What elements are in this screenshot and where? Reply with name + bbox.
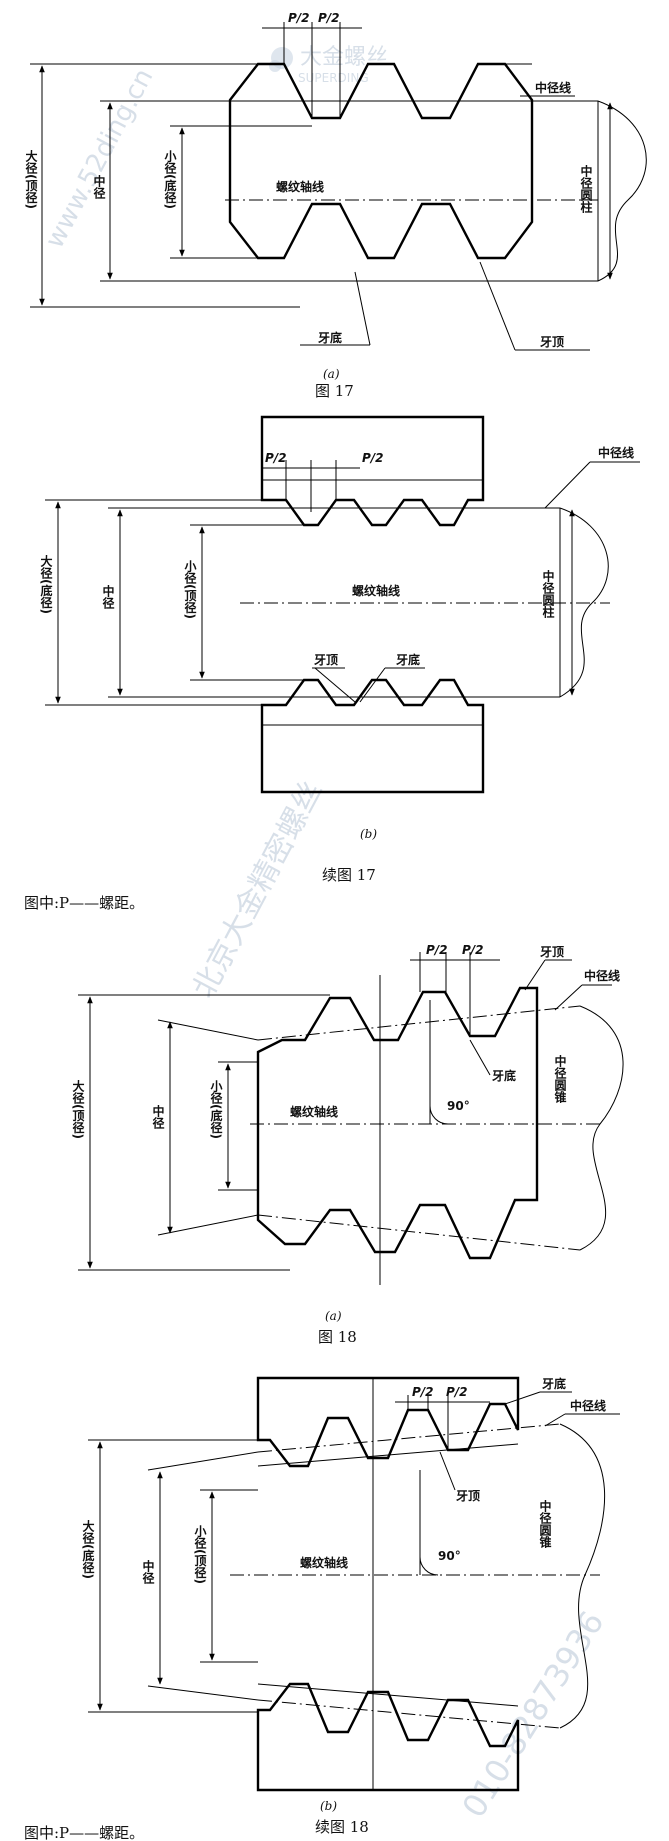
fig17b-pitchline-leader xyxy=(544,461,591,509)
fig18a-body xyxy=(256,986,539,1260)
fig18b-upper-taper xyxy=(257,1443,519,1467)
watermark-logo-en: SUPERDING xyxy=(298,71,369,85)
fig17a-cylinder-label: 中径圆柱 xyxy=(579,164,593,214)
fig18b-pitchcone-bottom xyxy=(257,1699,561,1729)
fig18a-axis-label: 螺纹轴线 xyxy=(290,1104,338,1119)
fig17b-pitchline-label: 中径线 xyxy=(598,445,634,460)
fig17b-note: 图中:P——螺距。 xyxy=(24,894,144,912)
watermark-diag: 北京大金精密螺丝 xyxy=(186,775,330,1003)
fig17b-major-label: 大径(底径) xyxy=(39,554,53,614)
fig18a-pitchcone-bottom xyxy=(257,1214,581,1251)
fig18b-crest-label: 牙顶 xyxy=(456,1489,480,1503)
fig17a-cyl-break xyxy=(597,100,647,282)
fig18b-p-half-left: P/2 xyxy=(412,1385,434,1399)
fig18b-root-label: 牙底 xyxy=(542,1376,566,1391)
watermark-logo-icon xyxy=(269,47,293,72)
fig18b-pitch-ext-bottom xyxy=(147,1685,259,1701)
fig17b-upper-body xyxy=(260,415,485,527)
fig18a-sub: (a) xyxy=(325,1309,342,1323)
fig17b-minor-label: 小径(顶径) xyxy=(183,559,197,619)
fig18b-lower-taper xyxy=(257,1683,519,1707)
fig18a-p-half-left: P/2 xyxy=(426,943,448,957)
fig17b-cylinder-label: 中径圆柱 xyxy=(541,569,555,619)
fig18a-p-half-right: P/2 xyxy=(462,943,484,957)
fig17b-crest-leader xyxy=(314,667,356,703)
fig17b-crest-label: 牙顶 xyxy=(314,653,338,667)
fig18a-pitchcone-top xyxy=(257,1005,581,1041)
fig17a-body xyxy=(228,62,534,260)
fig18a-major-label: 大径(顶径) xyxy=(71,1079,85,1139)
figure-18b: P/2 P/2 牙底 中径线 牙顶 90° 中径圆锥 大径(底径) 中径 小径(… xyxy=(24,1376,620,1841)
fig17b-root-label: 牙底 xyxy=(396,652,420,667)
fig17b-caption: 续图 17 xyxy=(322,866,376,884)
fig18b-minor-label: 小径(顶径) xyxy=(193,1524,207,1584)
fig17b-root-leader xyxy=(359,667,386,703)
watermark-site: www.52ding.cn xyxy=(40,64,160,253)
fig18b-pitchline-label: 中径线 xyxy=(570,1398,606,1413)
fig17a-sub: (a) xyxy=(323,367,340,381)
fig18a-caption: 图 18 xyxy=(318,1328,357,1346)
fig18b-lower-body xyxy=(256,1682,520,1792)
fig18a-cone-break xyxy=(579,1005,624,1251)
figure-17b: P/2 P/2 大径(底径) 中径 小径(顶径) 螺纹轴线 中径线 中径圆柱 牙… xyxy=(24,415,640,912)
fig18a-crest-label: 牙顶 xyxy=(540,945,564,959)
fig17a-pitch-label: 中径 xyxy=(92,174,106,200)
fig18b-root-leader xyxy=(504,1391,541,1405)
fig18b-upper-body xyxy=(256,1376,520,1468)
fig17b-lower-body xyxy=(260,678,485,794)
fig18b-pitch-ext-top xyxy=(147,1451,259,1471)
fig17b-axis-label: 螺纹轴线 xyxy=(352,583,400,598)
fig18a-angle-arc xyxy=(429,1105,449,1125)
fig17a-root-leader xyxy=(354,271,371,346)
fig17b-pitch-label: 中径 xyxy=(101,584,115,610)
fig18b-cone-break xyxy=(559,1423,606,1729)
fig17b-sub: (b) xyxy=(360,827,377,841)
fig18b-sub: (b) xyxy=(320,1799,337,1813)
fig18b-major-label: 大径(底径) xyxy=(81,1519,95,1579)
fig18b-crest-leader xyxy=(439,1451,456,1491)
fig18a-crest-leader xyxy=(524,959,546,991)
fig18a-pitch-label: 中径 xyxy=(151,1104,165,1130)
fig17b-p-half-left: P/2 xyxy=(265,451,287,465)
fig17a-p-half-left: P/2 xyxy=(288,11,310,25)
fig17a-crest-leader xyxy=(479,261,516,351)
fig17a-pitchline-label: 中径线 xyxy=(535,80,571,95)
fig17a-crest-label: 牙顶 xyxy=(540,335,564,349)
fig18a-pitch-ext-top xyxy=(157,1019,259,1041)
watermark-logo: 大金螺丝 xyxy=(300,45,388,70)
fig17a-minor-label: 小径(底径) xyxy=(163,149,177,209)
fig18b-caption: 续图 18 xyxy=(315,1818,369,1836)
fig18a-minor-label: 小径(底径) xyxy=(209,1079,223,1139)
fig18a-pitchline-leader xyxy=(554,984,583,1011)
fig18a-pitchline-label: 中径线 xyxy=(584,968,620,983)
fig18b-pitchcone-top xyxy=(257,1423,561,1453)
fig18a-cone-label: 中径圆锥 xyxy=(553,1054,567,1104)
figure-18a: P/2 P/2 牙顶 中径线 牙底 90° 中径圆锥 大径(顶径) 中径 小径(… xyxy=(71,943,624,1346)
fig17a-caption: 图 17 xyxy=(315,382,354,400)
fig18b-angle-label: 90° xyxy=(438,1549,461,1563)
watermark-phone: 010-82873936 xyxy=(455,1604,612,1824)
fig17a-major-label: 大径(顶径) xyxy=(24,149,38,209)
fig18b-angle-arc xyxy=(419,1556,439,1576)
fig18b-axis-label: 螺纹轴线 xyxy=(300,1555,348,1570)
fig18b-p-half-right: P/2 xyxy=(446,1385,468,1399)
fig17a-p-half-right: P/2 xyxy=(318,11,340,25)
fig18a-angle-label: 90° xyxy=(447,1099,470,1113)
figure-17a: P/2 P/2 大径(顶径) 中径 小径(底径) 螺纹轴线 中径线 中径圆柱 牙… xyxy=(24,11,647,400)
fig18a-root-leader xyxy=(469,1039,491,1076)
fig17b-cyl-break xyxy=(559,507,609,698)
fig18b-cone-label: 中径圆锥 xyxy=(538,1499,552,1549)
fig18b-pitch-label: 中径 xyxy=(141,1559,155,1585)
fig18b-pitchline-leader xyxy=(544,1413,566,1427)
fig18a-pitch-ext-bottom xyxy=(157,1214,259,1236)
fig17a-axis-label: 螺纹轴线 xyxy=(276,179,324,194)
fig18b-note: 图中:P——螺距。 xyxy=(24,1824,144,1841)
fig18a-root-label: 牙底 xyxy=(492,1068,516,1083)
fig17a-root-label: 牙底 xyxy=(318,330,342,345)
fig17b-p-half-right: P/2 xyxy=(362,451,384,465)
